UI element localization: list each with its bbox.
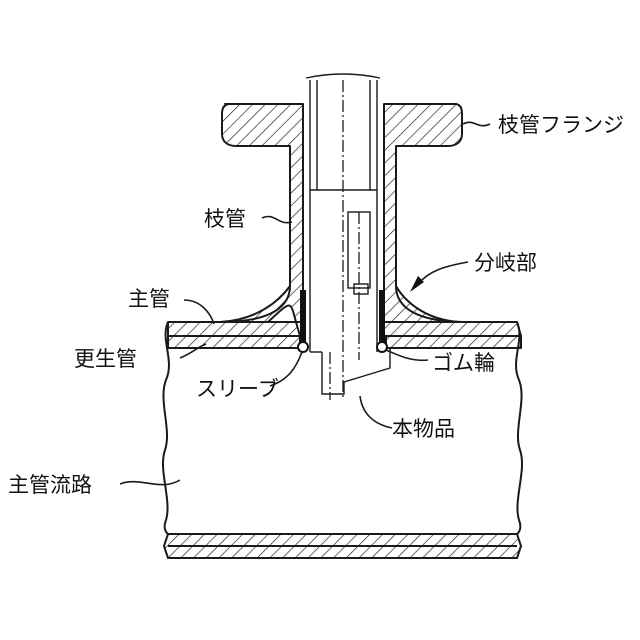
label-branch-pipe: 枝管 bbox=[204, 207, 246, 231]
label-renewal-pipe: 更生管 bbox=[74, 347, 137, 371]
renewal-pipe-liner-left bbox=[168, 336, 300, 348]
sleeve-seal-dot-right bbox=[379, 327, 385, 333]
rubber-ring-left bbox=[298, 342, 308, 352]
label-rubber-ring: ゴム輪 bbox=[432, 351, 495, 375]
label-product: 本物品 bbox=[392, 417, 455, 441]
main-pipe-left-break bbox=[163, 322, 169, 534]
label-branch-flange: 枝管フランジ bbox=[498, 113, 624, 137]
product-inner-cap bbox=[354, 284, 368, 294]
label-main-flow-path: 主管流路 bbox=[8, 473, 92, 497]
sleeve-right bbox=[379, 290, 385, 344]
label-branch-section: 分岐部 bbox=[474, 251, 537, 275]
product-lower-body bbox=[322, 348, 390, 394]
label-main-pipe: 主管 bbox=[128, 287, 170, 311]
main-pipe-top-wall-left bbox=[168, 322, 300, 336]
sleeve-left bbox=[300, 290, 306, 344]
leader-main-pipe bbox=[184, 300, 214, 324]
renewal-pipe-liner-right bbox=[386, 336, 521, 348]
leader-rubber-ring bbox=[386, 350, 428, 360]
main-pipe-right-break bbox=[516, 322, 522, 534]
branch-section-arrowhead bbox=[410, 276, 424, 292]
leader-branch-pipe bbox=[262, 216, 292, 222]
label-sleeve: スリーブ bbox=[196, 377, 279, 401]
leader-branch-flange bbox=[463, 122, 490, 125]
leader-main-flow-path bbox=[120, 480, 180, 485]
product-tube-top-break bbox=[306, 74, 380, 78]
main-pipe-top-wall-right bbox=[384, 322, 521, 336]
leader-branch-section bbox=[418, 262, 468, 284]
leader-product bbox=[360, 396, 392, 428]
sleeve-seal-dot-left bbox=[300, 327, 306, 333]
rubber-ring-right bbox=[377, 342, 387, 352]
